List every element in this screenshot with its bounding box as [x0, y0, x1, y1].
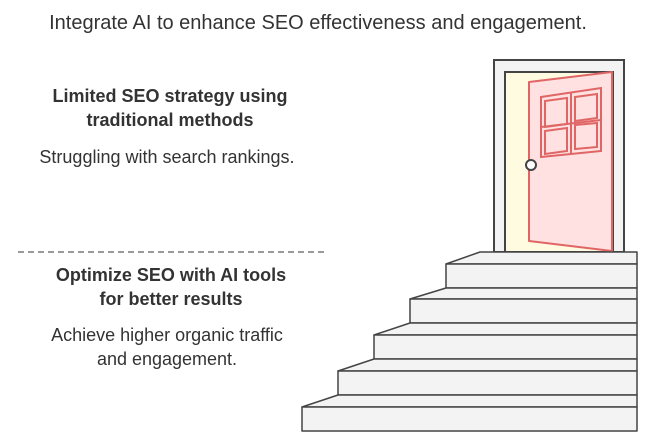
desired-state-description-line2: and engagement.: [96, 349, 238, 369]
section-divider: [18, 251, 324, 253]
desired-state-description: Achieve higher organic traffic and engag…: [20, 323, 314, 371]
desired-state-heading: Optimize SEO with AI tools for better re…: [18, 263, 324, 311]
stairs-icon: [301, 251, 638, 432]
stair-step-4-front: [373, 334, 638, 360]
stair-step-2: [301, 394, 638, 408]
current-state-heading-line2: traditional methods: [86, 110, 254, 130]
stair-step-5: [409, 287, 638, 300]
desired-state-description-line1: Achieve higher organic traffic: [51, 325, 283, 345]
desired-state-heading-line2: for better results: [99, 289, 243, 309]
current-state-heading-line1: Limited SEO strategy using: [52, 86, 288, 106]
door-icon: [493, 59, 625, 253]
door-panel: [528, 71, 613, 252]
stair-step-5-front: [409, 298, 638, 324]
stair-step-2-front: [301, 406, 638, 432]
desired-state-heading-line1: Optimize SEO with AI tools: [55, 265, 287, 285]
current-state-heading: Limited SEO strategy using traditional m…: [16, 84, 324, 132]
stair-step-3-front: [337, 370, 638, 396]
door-window: [540, 86, 602, 159]
door-knob: [525, 159, 537, 171]
stair-step-6: [445, 251, 638, 265]
stair-step-4: [373, 322, 638, 336]
current-state-description: Struggling with search rankings.: [39, 147, 295, 167]
stair-step-3: [337, 358, 638, 372]
diagram-title: Integrate AI to enhance SEO effectivenes…: [49, 12, 587, 34]
stair-step-6-front: [445, 263, 638, 289]
